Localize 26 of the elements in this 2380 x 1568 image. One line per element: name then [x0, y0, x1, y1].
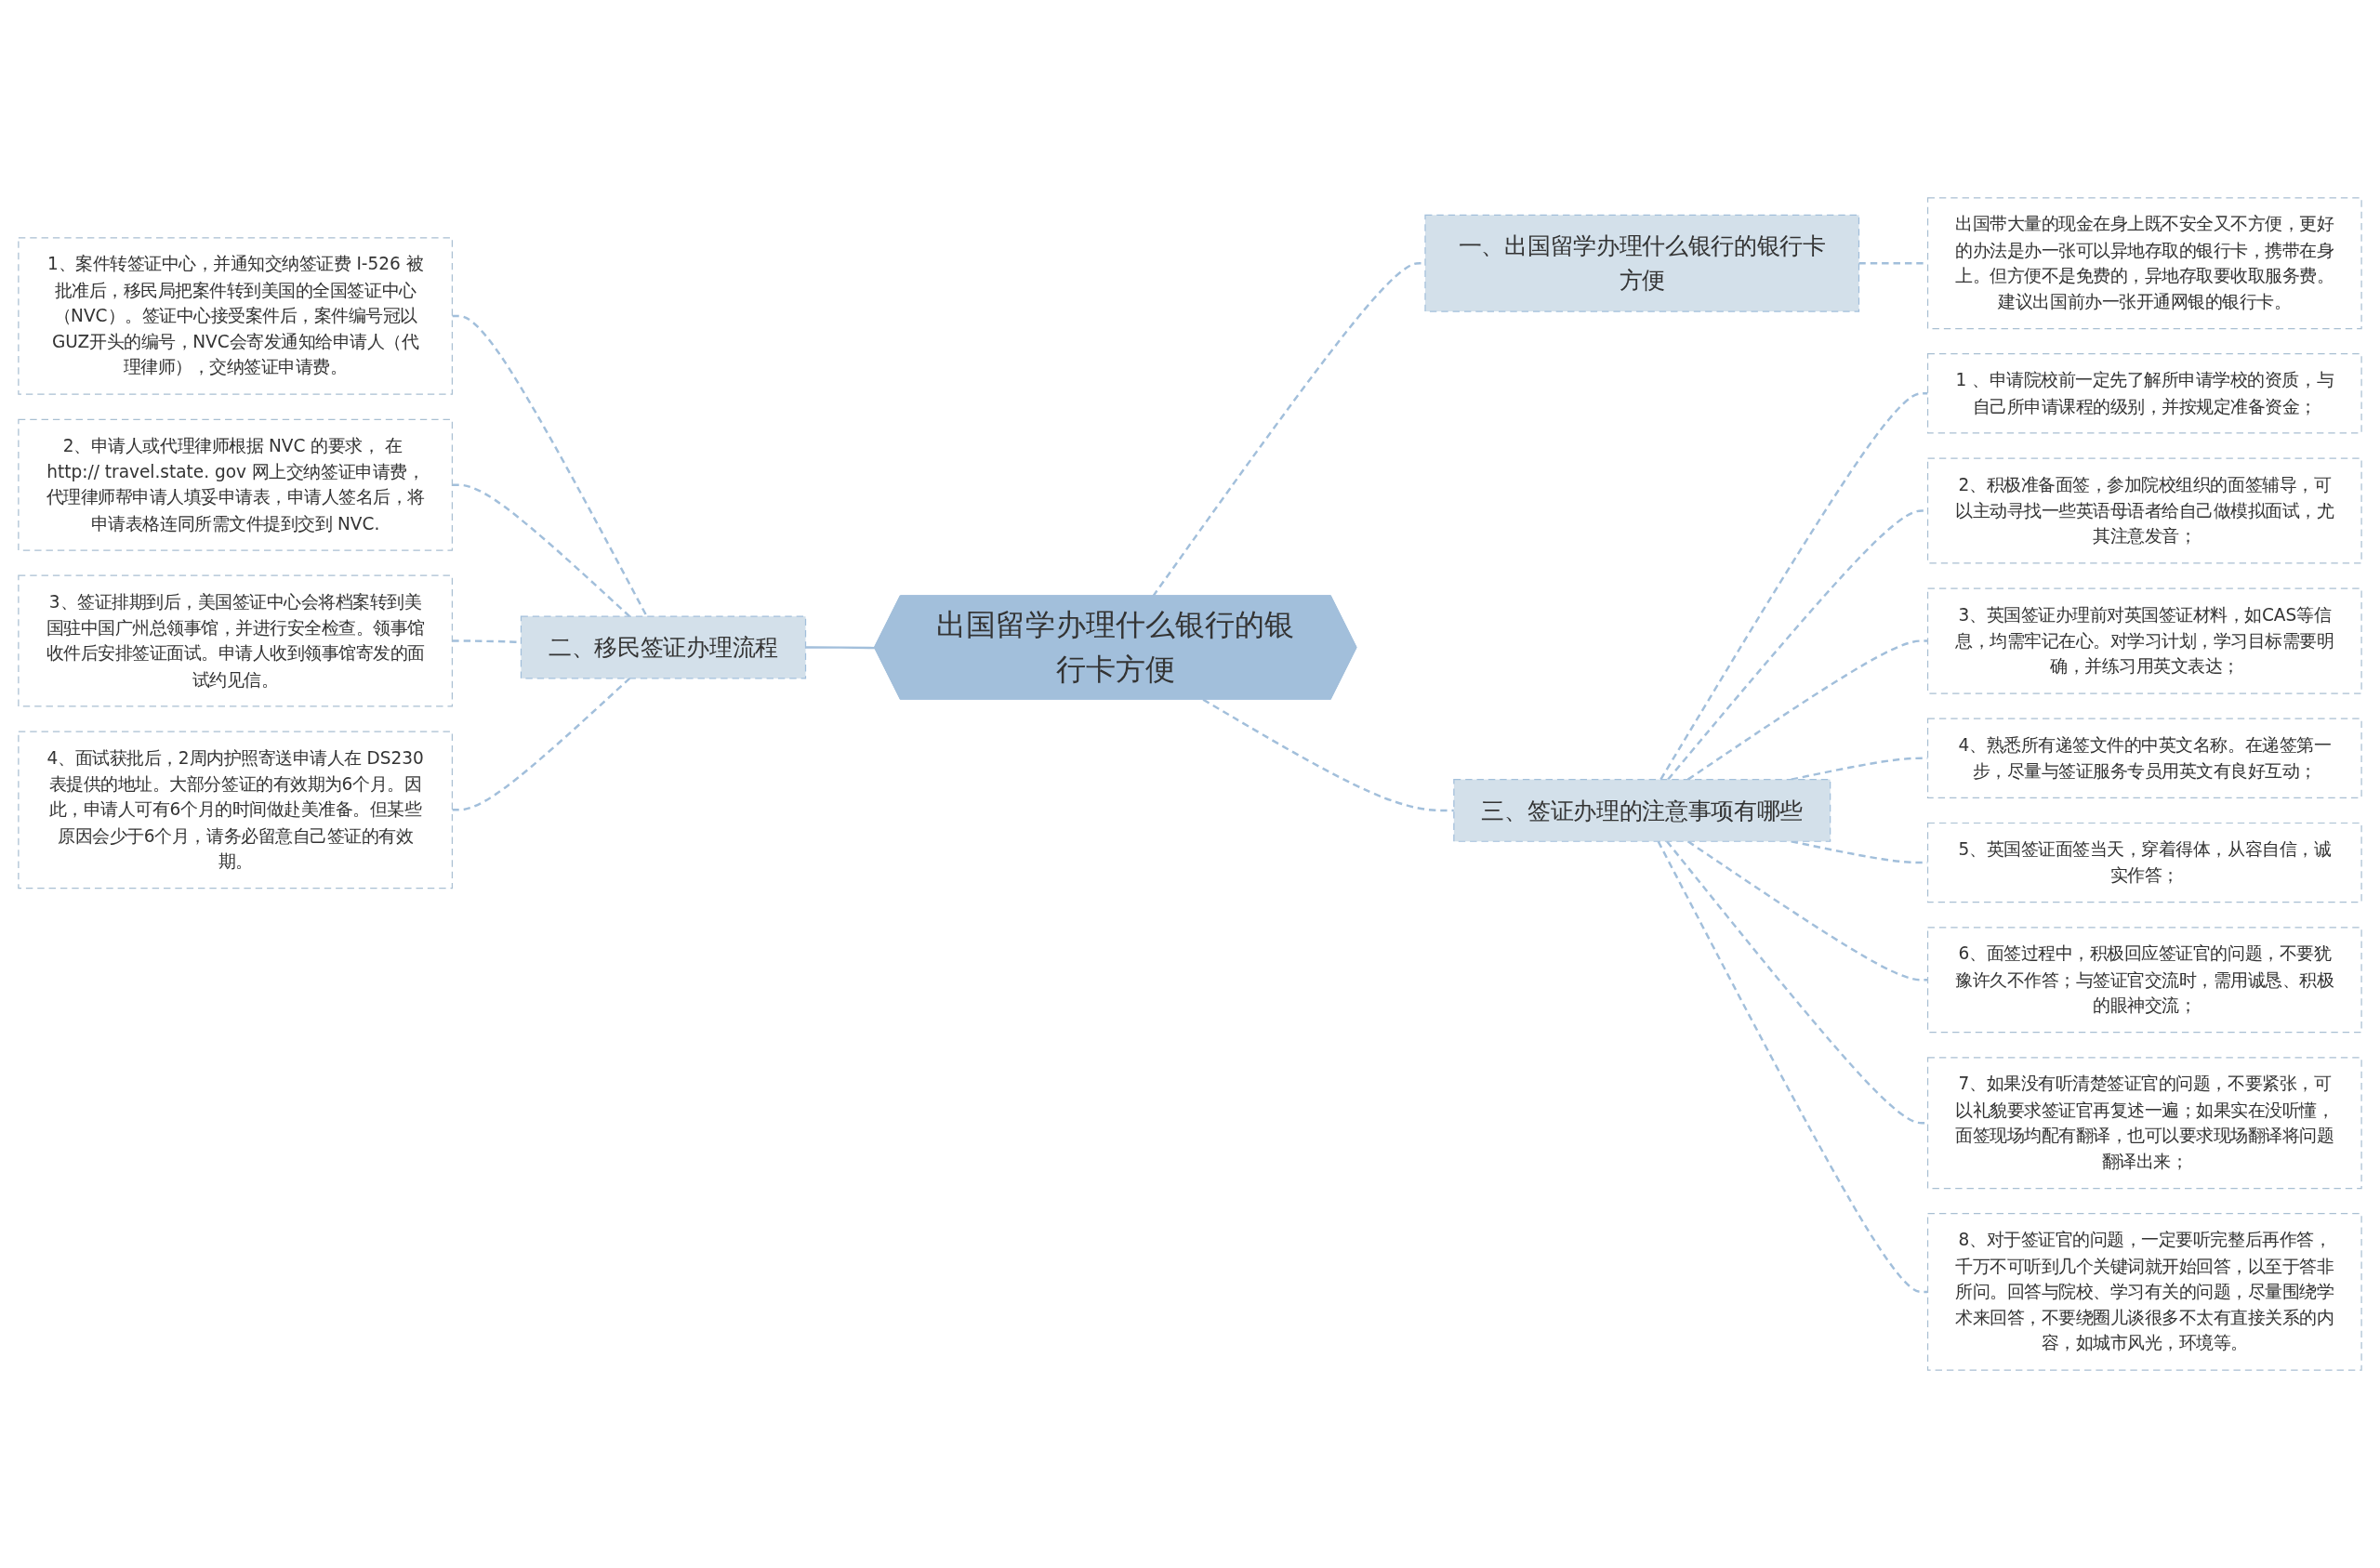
connector — [452, 483, 631, 618]
connector — [452, 677, 631, 811]
node-box: 三、签证办理的注意事项有哪些 — [1453, 778, 1831, 842]
node-box: 5、英国签证面签当天，穿着得体，从容自信，诚实作答； — [1926, 822, 2362, 903]
node-box: 一、出国留学办理什么银行的银行卡方便 — [1424, 214, 1860, 312]
connector — [452, 314, 648, 617]
node-box: 1 、申请院校前一定先了解所申请学校的资质，与自己所申请课程的级别，并按规定准备资金； — [1926, 353, 2362, 434]
node-box: 二、移民签证办理流程 — [520, 615, 807, 679]
node-box: 1、案件转签证中心，并通知交纳签证费 I-526 被批准后，移民局把案件转到美国的全国签证中心（NVC）。签证中心接受案件后，案件编号冠以GUZ开头的编号，NVC会寄发通知给申请人（代理律师），交纳签证申请费。 — [18, 237, 454, 395]
connector — [1686, 639, 1928, 781]
node-box: 8、对于签证官的问题，一定要听完整后再作答，千万不可听到几个关键词就开始回答，以至于答非所问。回答与院校、学习有关的问题，尽量围绕学术来回答，不要绕圈儿谈很多不太有直接关系的内容，如城市风光，环境等。 — [1926, 1213, 2362, 1371]
node-box: 出国带大量的现金在身上既不安全又不方便，更好的办法是办一张可以异地存取的银行卡，携带在身上。但方便不是免费的，异地存取要收取服务费。建议出国前办一张开通网银的银行卡。 — [1926, 197, 2362, 330]
connector — [1657, 840, 1928, 1294]
node-box: 2、申请人或代理律师根据 NVC 的要求， 在 http:// travel.state. gov 网上交纳签证申请费，代理律师帮申请人填妥申请表，申请人签名后，将申请表格连同所需文件提到交到 NVC. — [18, 418, 454, 551]
node-box: 4、面试获批后，2周内护照寄送申请人在 DS230表提供的地址。大部分签证的有效期为6个月。因此，申请人可有6个月的时间做赴美准备。但某些原因会少于6个月，请务必留意自己签证的有效期。 — [18, 731, 454, 889]
node-box: 6、面签过程中，积极回应签证官的问题，不要犹豫许久不作答；与签证官交流时，需用诚恳、积极的眼神交流； — [1926, 927, 2362, 1034]
node-box: 4、熟悉所有递签文件的中英文名称。在递签第一步，尽量与签证服务专员用英文有良好互动； — [1926, 718, 2362, 798]
connector — [1659, 392, 1928, 781]
node-box: 3、英国签证办理前对英国签证材料，如CAS等信息，均需牢记在心。对学习计划，学习目标需要明确，并练习用英文表达； — [1926, 587, 2362, 694]
node-box: 3、签证排期到后，美国签证中心会将档案转到美国驻中国广州总领事馆，并进行安全检查。领事馆收件后安排签证面试。申请人收到领事馆寄发的面试约见信。 — [18, 574, 454, 707]
connector — [805, 646, 876, 650]
node-box: 7、如果没有听清楚签证官的问题，不要紧张，可以礼貌要求签证官再复述一遍；如果实在没听懂，面签现场均配有翻译，也可以要求现场翻译将问题翻译出来； — [1926, 1057, 2362, 1190]
connector — [1666, 840, 1928, 1125]
connector — [1667, 509, 1928, 781]
connector — [1686, 840, 1928, 982]
node-box: 2、积极准备面签，参加院校组织的面签辅导，可以主动寻找一些英语母语者给自己做模拟面试，尤其注意发音； — [1926, 457, 2362, 564]
